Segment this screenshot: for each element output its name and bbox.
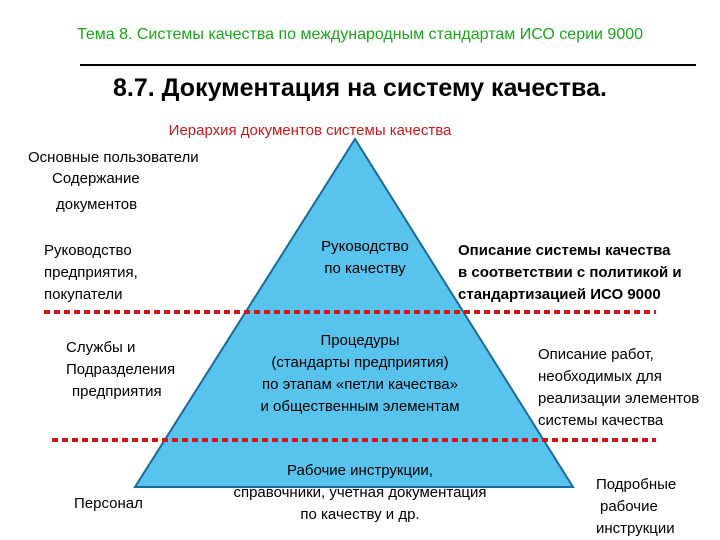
- topic-header: Тема 8. Системы качества по международны…: [76, 26, 644, 43]
- users-level-3-line: Персонал: [74, 495, 143, 512]
- content-level-3-line: рабочие: [600, 498, 658, 515]
- content-level-2-line: реализации элементов: [538, 390, 700, 407]
- pyramid-tier-1-line: Руководство: [321, 238, 409, 255]
- pyramid-tier-3-line: справочники, учетная документация: [233, 484, 487, 501]
- pyramid-tier-2-line: Процедуры: [320, 332, 400, 349]
- content-level-2-line: системы качества: [538, 412, 664, 429]
- content-level-1-line: Описание системы качества: [458, 242, 671, 259]
- content-level-1-line: стандартизацией ИСО 9000: [458, 286, 661, 303]
- content-level-2: Описание работ, необходимых для реализац…: [538, 344, 720, 432]
- users-level-3: Персонал: [74, 493, 143, 515]
- content-level-2-line: Описание работ,: [538, 346, 654, 363]
- content-level-1-line: в соответствии с политикой и: [458, 264, 682, 281]
- pyramid-tier-3: Рабочие инструкции, справочники, учетная…: [210, 460, 510, 526]
- slide-title: 8.7. Документация на систему качества.: [113, 74, 607, 102]
- users-level-2-line: Подразделения: [66, 361, 176, 378]
- hierarchy-subtitle: Иерархия документов системы качества: [168, 122, 452, 139]
- pyramid-tier-2: Процедуры (стандарты предприятия) по эта…: [220, 330, 500, 418]
- pyramid-tier-2-line: по этапам «петли качества»: [261, 376, 458, 393]
- column-head-documents: документов: [56, 196, 138, 213]
- pyramid-tier-2-line: и общественным элементам: [260, 398, 460, 415]
- users-level-2-line: Службы и: [66, 339, 136, 356]
- content-level-2-line: необходимых для: [538, 368, 662, 385]
- pyramid-tier-1: Руководство по качеству: [290, 236, 440, 280]
- column-head-users: Основные пользователи: [28, 149, 199, 166]
- pyramid-tier-1-line: по качеству: [324, 260, 406, 277]
- users-level-1: Руководство предприятия, покупатели: [44, 240, 204, 306]
- users-level-1-line: Руководство: [44, 242, 132, 259]
- content-level-3-line: Подробные: [596, 476, 677, 493]
- users-level-2-line: предприятия: [72, 383, 162, 400]
- content-level-3-line: инструкции: [596, 520, 675, 537]
- users-level-2: Службы и Подразделения предприятия: [66, 337, 226, 403]
- users-level-1-line: предприятия,: [44, 264, 138, 281]
- users-level-1-line: покупатели: [44, 286, 123, 303]
- pyramid-tier-2-line: (стандарты предприятия): [271, 354, 449, 371]
- content-level-3: Подробные рабочие инструкции: [596, 474, 716, 540]
- pyramid-tier-3-line: Рабочие инструкции,: [287, 462, 433, 479]
- pyramid-tier-3-line: по качеству и др.: [300, 506, 420, 523]
- column-head-content: Содержание: [52, 170, 140, 187]
- content-level-1: Описание системы качества в соответствии…: [458, 240, 720, 306]
- header-rule: [80, 64, 696, 66]
